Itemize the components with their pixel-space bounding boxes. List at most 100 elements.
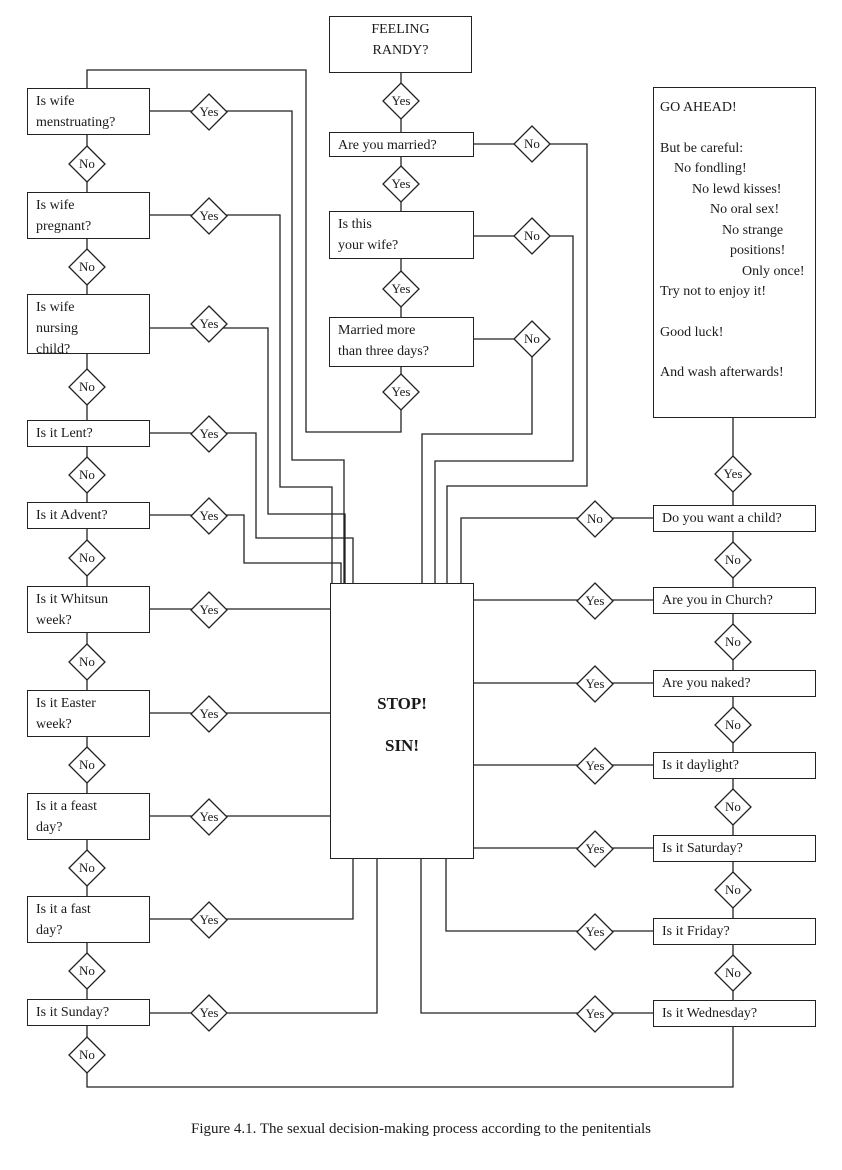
connector (150, 859, 354, 920)
branch-label: No (725, 716, 741, 732)
question-lent: Is it Lent? (27, 420, 150, 447)
yes-diamond: Yes (576, 581, 614, 620)
no-diamond: No (68, 1036, 106, 1074)
no-diamond: No (68, 746, 106, 784)
diamond-shape (714, 540, 752, 579)
question-text: day? (36, 820, 63, 835)
diamond-shape (190, 305, 228, 343)
branch-label: No (725, 964, 741, 980)
branch-label: Yes (585, 840, 605, 856)
branch-label: No (79, 757, 95, 772)
connector (460, 517, 653, 583)
branch-label: No (79, 466, 95, 482)
yes-diamond: Yes (190, 993, 228, 1032)
question-text: Married more (338, 323, 416, 338)
yes-diamond: Yes (382, 270, 420, 308)
diamond-shape (382, 165, 420, 203)
branch-label: Yes (391, 93, 411, 108)
yes-diamond: Yes (382, 165, 420, 203)
go-ahead-heading: GO AHEAD! (660, 100, 737, 115)
branch-label: Yes (199, 601, 219, 617)
rule-line: Only once! (742, 263, 805, 279)
question-text: week? (36, 717, 72, 732)
connector (150, 859, 378, 1014)
diamond-shape (68, 144, 106, 183)
branch-label: No (524, 228, 540, 243)
question-text: menstruating? (36, 115, 116, 130)
branch-label: Yes (585, 757, 605, 773)
connector (421, 338, 533, 583)
yes-diamond: Yes (576, 829, 614, 868)
no-diamond: No (68, 849, 106, 887)
question-friday: Is it Friday? (653, 918, 816, 945)
diamond-shape (714, 623, 752, 661)
question-text: FEELING (371, 22, 430, 37)
branch-label: Yes (585, 592, 605, 608)
question-text: Is it Easter (36, 696, 96, 711)
connector (445, 859, 653, 932)
connector (86, 69, 402, 433)
go-ahead-box: GO AHEAD! But be careful: No fondling! No … (653, 87, 816, 418)
no-diamond: No (714, 788, 752, 826)
stop-sin-box: STOP! SIN! (330, 583, 474, 859)
question-text: than three days? (338, 344, 429, 359)
diamond-shape (190, 590, 228, 629)
sin-label: SIN! (384, 736, 419, 755)
connector (150, 514, 342, 583)
no-diamond: No (68, 952, 106, 990)
rule-line: No oral sex! (710, 202, 780, 217)
connector (150, 110, 345, 583)
question-text: pregnant? (36, 219, 92, 234)
diamond-shape (68, 538, 106, 577)
no-diamond: No (68, 368, 106, 406)
yes-diamond: Yes (382, 82, 420, 120)
diamond-shape (714, 788, 752, 826)
rule-line: positions! (730, 243, 786, 258)
branch-label: No (79, 549, 95, 565)
diamond-shape (190, 92, 228, 131)
yes-diamond: Yes (576, 664, 614, 703)
branch-label: No (79, 963, 95, 978)
no-diamond: No (68, 455, 106, 494)
rule-line: No fondling! (674, 161, 747, 176)
branch-label: No (79, 653, 95, 669)
branch-label: No (79, 1047, 95, 1062)
rule-line: No lewd kisses! (692, 181, 782, 197)
branch-label: No (79, 155, 95, 171)
diamond-shape (513, 217, 551, 255)
question-text: Is wife (36, 300, 75, 315)
diamond-shape (576, 581, 614, 620)
diamond-shape (68, 368, 106, 406)
diamond-shape (68, 746, 106, 784)
yes-diamond: Yes (190, 694, 228, 733)
diamond-shape (714, 871, 752, 909)
diamond-shape (190, 694, 228, 733)
diamond-shape (382, 373, 420, 411)
rule-line: Try not to enjoy it! (660, 284, 767, 299)
question-text: Is wife (36, 94, 75, 109)
question-text: Is it Friday? (662, 924, 730, 939)
yes-diamond: Yes (190, 305, 228, 343)
branch-label: Yes (199, 705, 219, 721)
question-text: child? (36, 342, 71, 357)
diamond-shape (68, 247, 106, 286)
yes-diamond: Yes (576, 912, 614, 951)
wash-text: And wash afterwards! (660, 365, 784, 380)
diamond-shape (714, 455, 752, 493)
question-text: Is it daylight? (662, 758, 739, 773)
figure-caption: Figure 4.1. The sexual decision-making p… (190, 1121, 652, 1137)
branch-label: Yes (391, 384, 411, 399)
rule-line: But be careful: (660, 140, 744, 156)
question-text: Is it Saturday? (662, 841, 743, 856)
diamond-shape (576, 664, 614, 703)
question-sunday: Is it Sunday? (27, 999, 150, 1026)
branch-label: Yes (199, 911, 219, 927)
diamond-shape (68, 849, 106, 887)
question-wednesday: Is it Wednesday? (653, 1000, 816, 1027)
